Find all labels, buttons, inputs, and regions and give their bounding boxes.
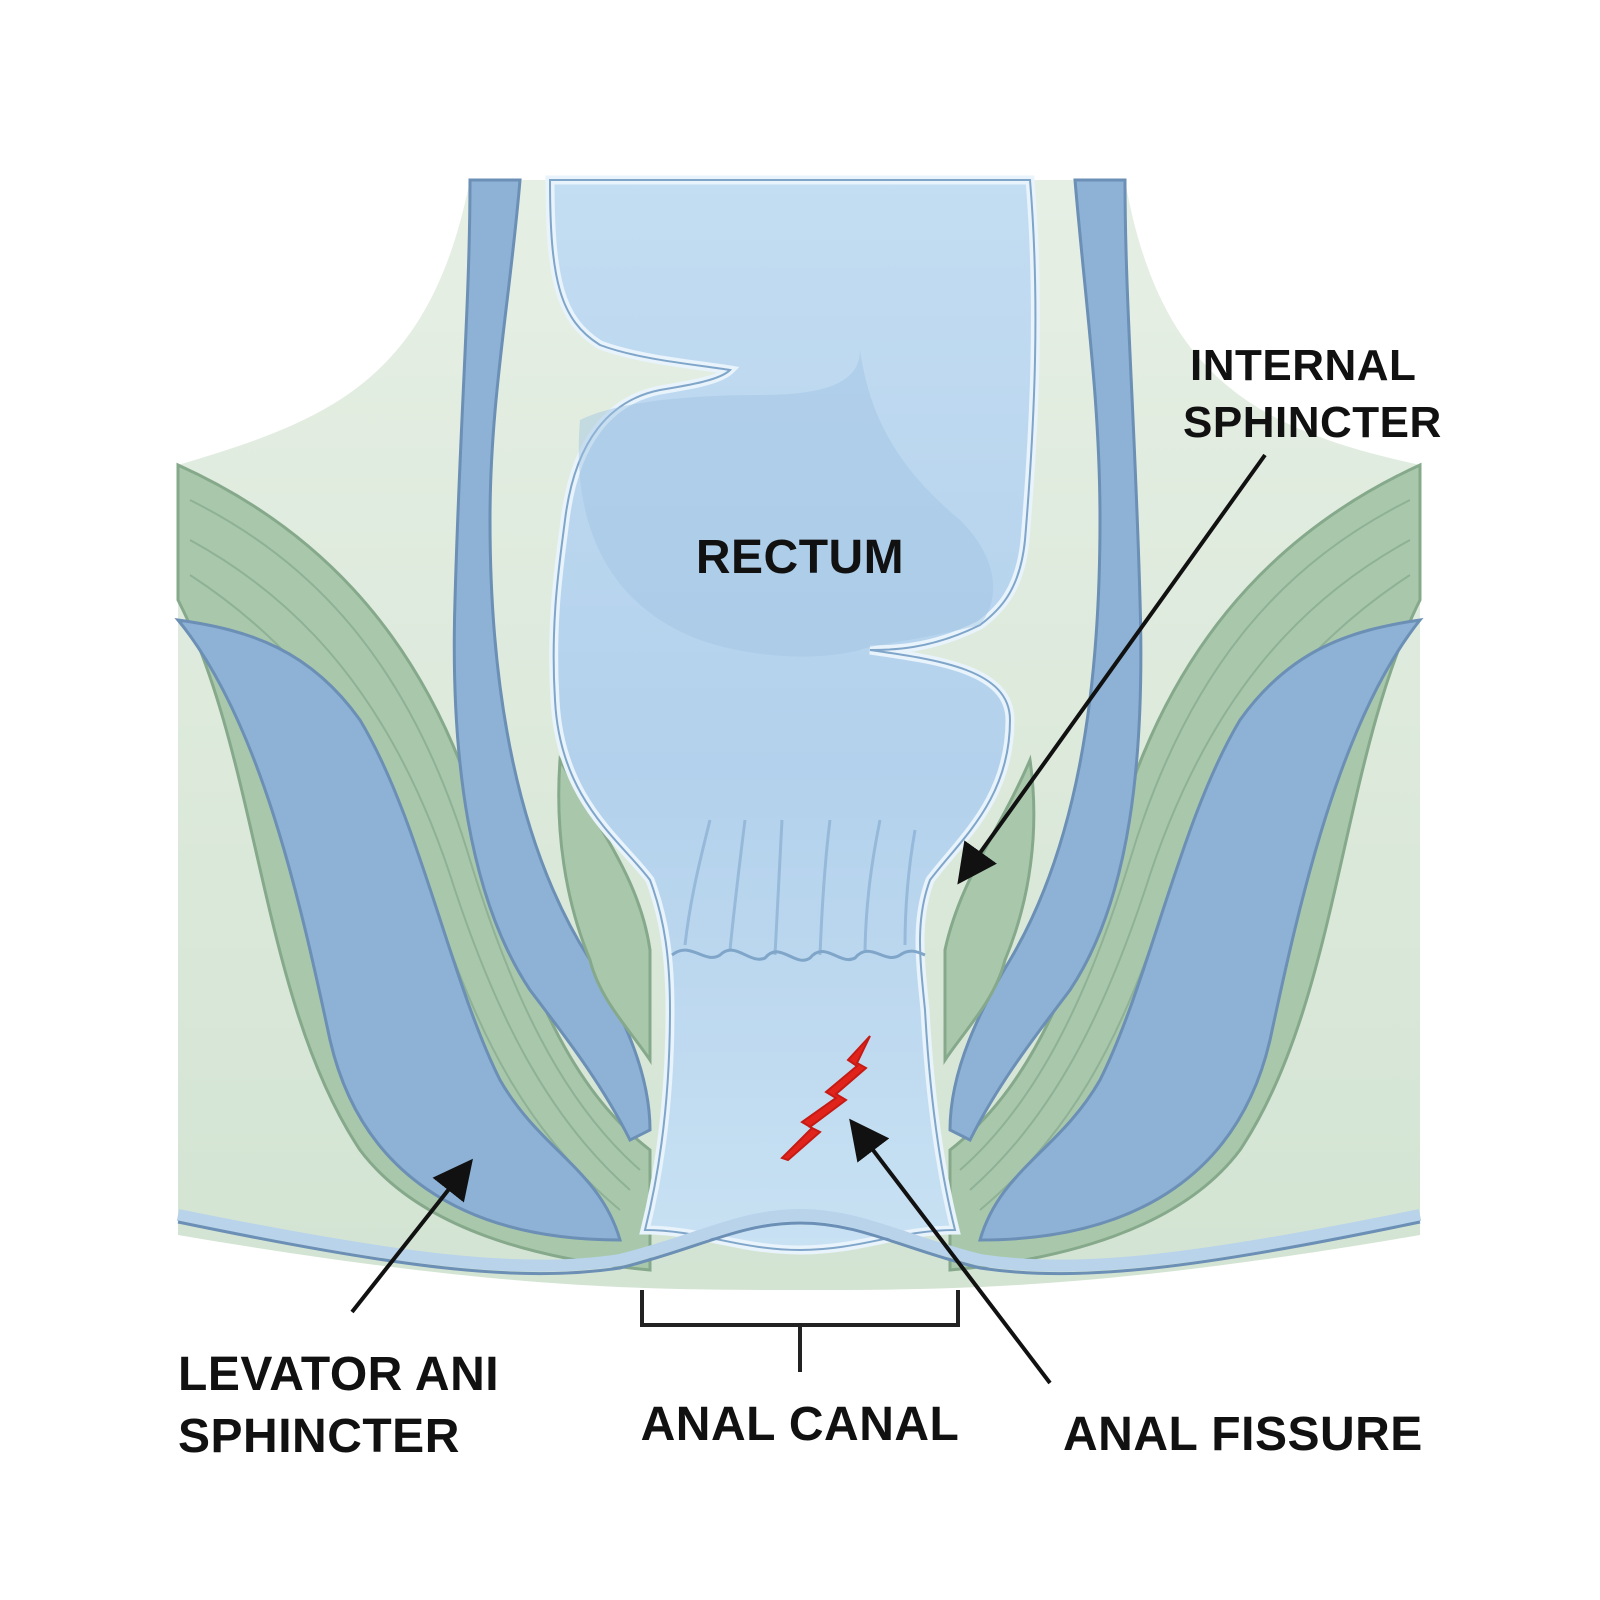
- rectum-label: RECTUM: [696, 531, 904, 584]
- anal-canal-label: ANAL CANAL: [641, 1398, 960, 1451]
- internal-sphincter-arrow: [957, 453, 1267, 885]
- anal-fissure-label: ANAL FISSURE: [1063, 1408, 1423, 1461]
- dentate-line: [671, 948, 926, 962]
- fissure-mark: [780, 1035, 871, 1162]
- rectum-shading: [578, 350, 994, 657]
- levator-ani-label-line1: LEVATOR ANI: [178, 1348, 499, 1401]
- levator-ani-arrow: [350, 1158, 473, 1314]
- left-internal-sphincter: [557, 754, 652, 1065]
- left-levator-blue: [174, 617, 622, 1242]
- skin-surface: [176, 1208, 1422, 1272]
- rectum-lumen-outline: [548, 179, 1037, 1252]
- left-rectal-wall: [452, 178, 652, 1143]
- skin-surface-outline: [177, 1220, 1421, 1276]
- right-levator-blue: [978, 617, 1424, 1242]
- anal-fissure-arrow: [849, 1118, 1052, 1385]
- right-rectal-wall: [948, 178, 1143, 1143]
- anal-columns: [683, 819, 917, 956]
- anal-canal-bracket: [640, 1290, 960, 1372]
- internal-sphincter-label-line2: SPHINCTER: [1183, 398, 1442, 447]
- levator-ani-label-line2: SPHINCTER: [178, 1410, 460, 1463]
- internal-sphincter-label-line1: INTERNAL: [1190, 341, 1416, 390]
